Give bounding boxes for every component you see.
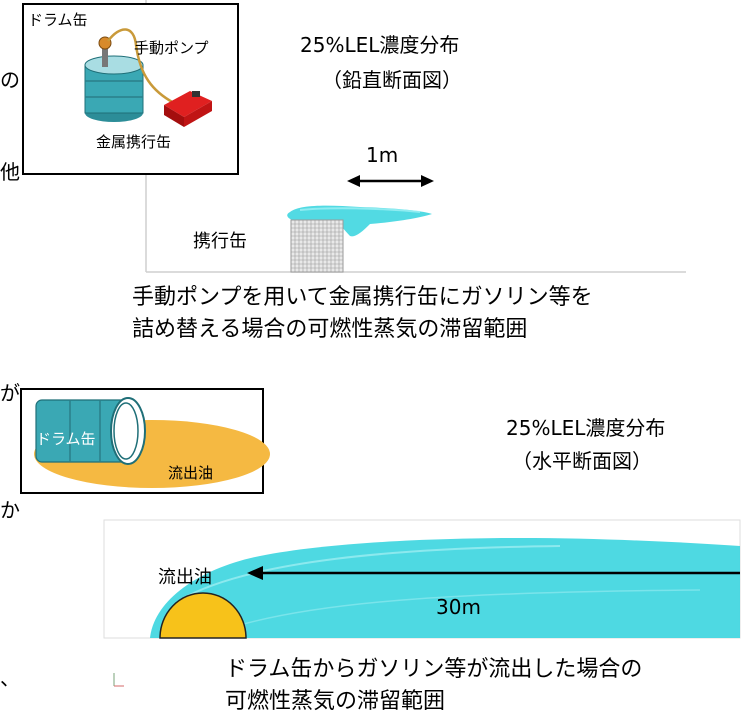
top-inset-box: ドラム缶 手動ポンプ 金属携行缶	[22, 3, 239, 175]
inset-can-label: 金属携行缶	[96, 133, 172, 151]
vapor-plume-vertical	[287, 205, 432, 237]
inset-drum-label: ドラム缶	[28, 11, 88, 29]
spill-label: 流出油	[158, 567, 212, 588]
bottom-inset-box: ドラム缶 流出油	[20, 388, 270, 494]
margin-fragment: が	[0, 381, 20, 405]
drum-spill-illustration	[34, 397, 270, 488]
inset-oil-label: 流出油	[168, 464, 214, 482]
margin-fragment: 、	[0, 666, 20, 690]
top-title-line2: （鉛直断面図）	[322, 68, 462, 92]
scale-arrow-1m	[347, 175, 434, 187]
top-title-line1: 25%LEL濃度分布	[300, 33, 460, 57]
margin-fragment: の	[0, 68, 20, 92]
inset-pump-label: 手動ポンプ	[134, 39, 209, 57]
top-caption-line2: 詰め替える場合の可燃性蒸気の滞留範囲	[132, 317, 528, 342]
portable-can-section	[290, 219, 344, 273]
bottom-caption-line2: 可燃性蒸気の滞留範囲	[225, 689, 446, 714]
bottom-title-line2: （水平断面図）	[512, 449, 652, 473]
portable-can-label: 携行缶	[193, 231, 247, 252]
top-caption-line1: 手動ポンプを用いて金属携行缶にガソリン等を	[132, 285, 593, 310]
margin-fragment: 他	[0, 160, 20, 184]
oil-spill-shape	[159, 592, 247, 639]
margin-fragment: か	[0, 498, 20, 522]
scale-label: 1m	[366, 143, 399, 167]
pump-body	[102, 45, 108, 67]
distance-arrow-30m	[247, 566, 740, 580]
inset-drum-label-2: ドラム缶	[36, 430, 96, 448]
bottom-caption-line1: ドラム缶からガソリン等が流出した場合の	[225, 657, 643, 682]
axis-indicator	[113, 673, 124, 687]
pump-illustration	[84, 28, 212, 127]
red-can	[164, 91, 212, 127]
bottom-title-line1: 25%LEL濃度分布	[506, 416, 666, 440]
distance-label: 30m	[436, 595, 481, 619]
